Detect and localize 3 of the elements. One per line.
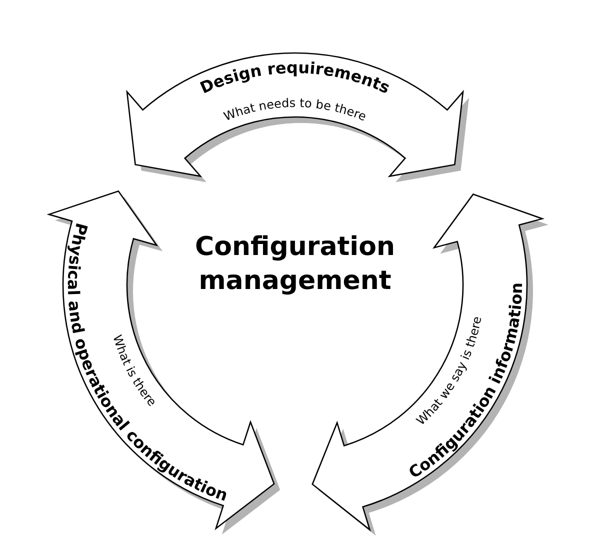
center-heading: Configuration management	[194, 231, 396, 298]
cycle-segment	[126, 52, 469, 182]
arrow-caption: What needs to be there	[222, 96, 368, 124]
